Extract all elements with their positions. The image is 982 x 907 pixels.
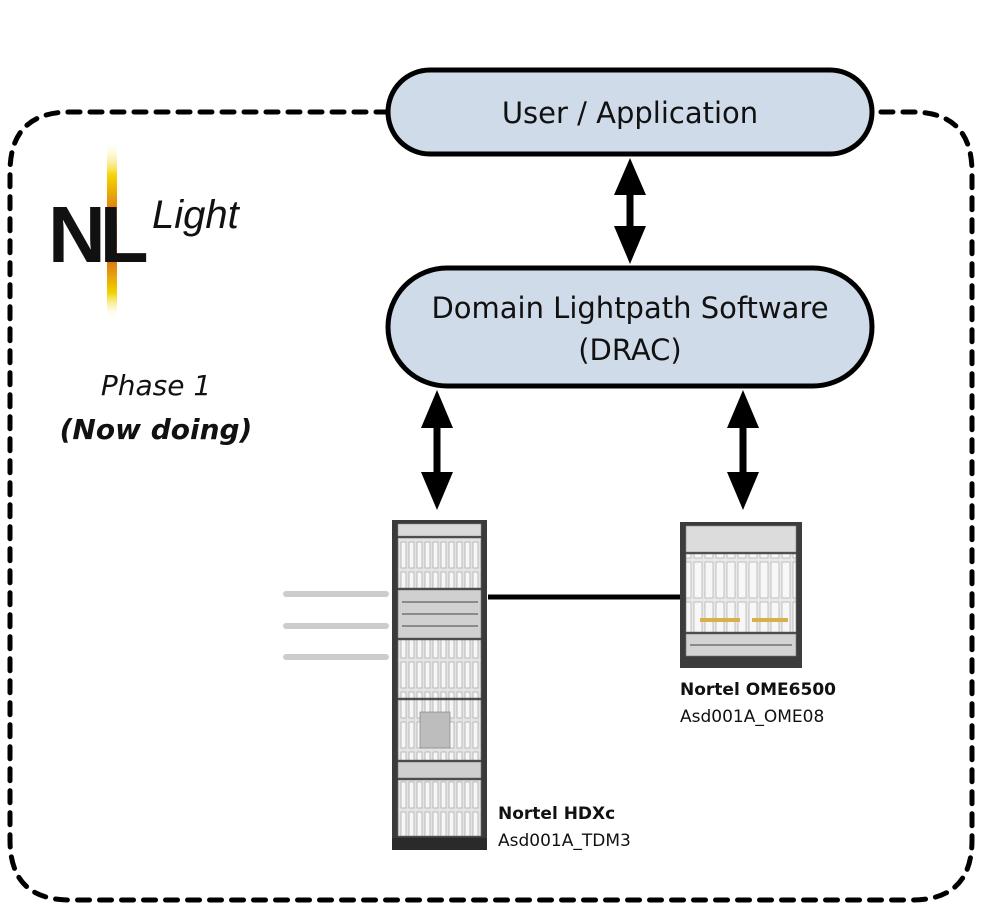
drac-label-line2: (DRAC) [578,333,682,367]
domain-border [7,109,975,903]
user-application-node: User / Application [385,67,875,157]
hdxc-name: Nortel HDXc [498,804,615,824]
drac-label-line1: Domain Lightpath Software [431,291,828,325]
client-connections [283,591,389,660]
logo-word: Light [152,193,241,237]
arrow-drac-hdxc [421,390,453,510]
logo-letters: NL [48,190,147,279]
nortel-ome6500-chassis [680,522,802,668]
arrow-user-drac [614,158,646,264]
phase-status: (Now doing) [60,413,253,446]
arrow-drac-ome [727,390,759,510]
drac-node: Domain Lightpath Software (DRAC) [385,265,875,389]
nortel-hdxc-rack [392,520,487,850]
ome-name: Nortel OME6500 [680,680,836,700]
hdxc-id: Asd001A_TDM3 [498,831,631,851]
nllight-logo: NL Light [48,140,241,320]
ome-id: Asd001A_OME08 [680,707,824,727]
user-application-label: User / Application [502,96,758,130]
logo-stripe [107,140,117,320]
phase-title: Phase 1 [101,369,211,402]
